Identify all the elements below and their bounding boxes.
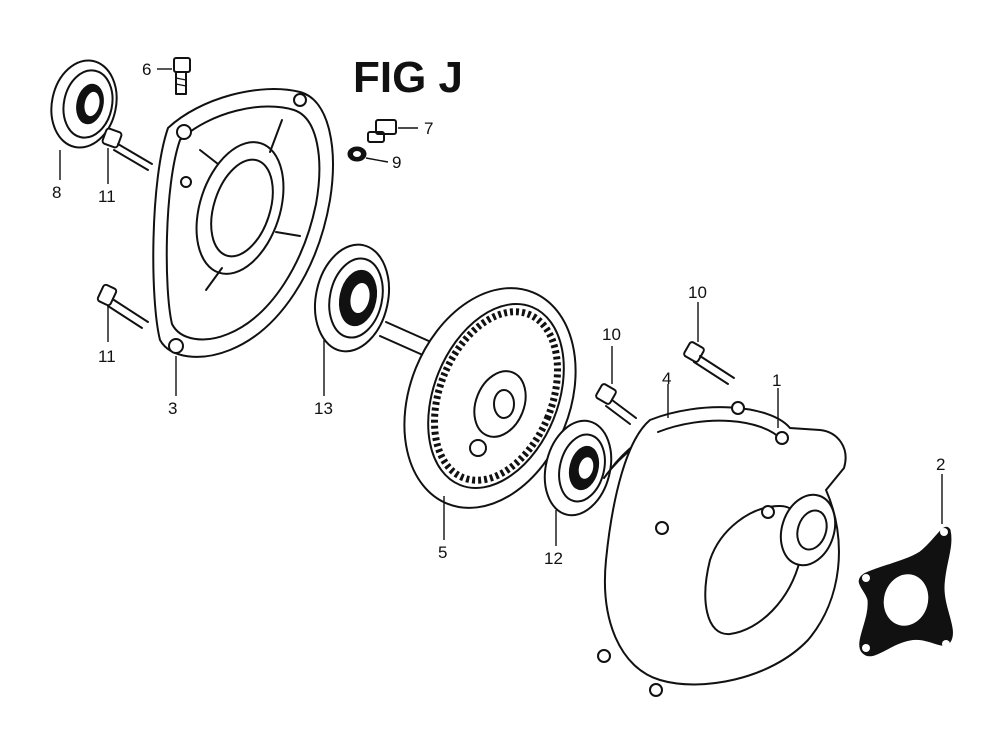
part-3-gear-case (152, 88, 334, 358)
part-10-bolt-right (683, 341, 735, 385)
part-11-bolt-upper (101, 127, 153, 171)
part-5-gear-shaft (379, 287, 577, 509)
part-1-cover (597, 401, 847, 697)
callout-9: 9 (392, 153, 401, 172)
callout-7: 7 (424, 119, 433, 138)
leader-9 (365, 157, 389, 163)
callout-10-left: 10 (602, 325, 621, 344)
part-12-bearing (543, 419, 613, 517)
leader-lines (59, 68, 943, 546)
callout-4: 4 (662, 369, 671, 388)
callout-5: 5 (438, 543, 447, 562)
part-6-bolt (173, 57, 191, 95)
callout-13: 13 (314, 399, 333, 418)
part-10-bolt-left (595, 383, 637, 425)
callout-2: 2 (936, 455, 945, 474)
callout-1: 1 (772, 371, 781, 390)
part-13-bearing (314, 243, 390, 353)
callout-11-lower: 11 (98, 347, 116, 366)
part-8-oil-seal (50, 59, 118, 149)
callout-10-right: 10 (688, 283, 707, 302)
callout-6: 6 (142, 60, 151, 79)
callout-8: 8 (52, 183, 61, 202)
figure-title: FIG J (353, 53, 463, 102)
part-2-flange-gasket (858, 527, 953, 657)
callout-3: 3 (168, 399, 177, 418)
part-11-bolt-lower (96, 283, 149, 329)
callout-11-upper: 11 (98, 187, 116, 206)
callout-12: 12 (544, 549, 563, 568)
part-9-washer (347, 146, 367, 162)
part-7-bolt (367, 119, 397, 143)
